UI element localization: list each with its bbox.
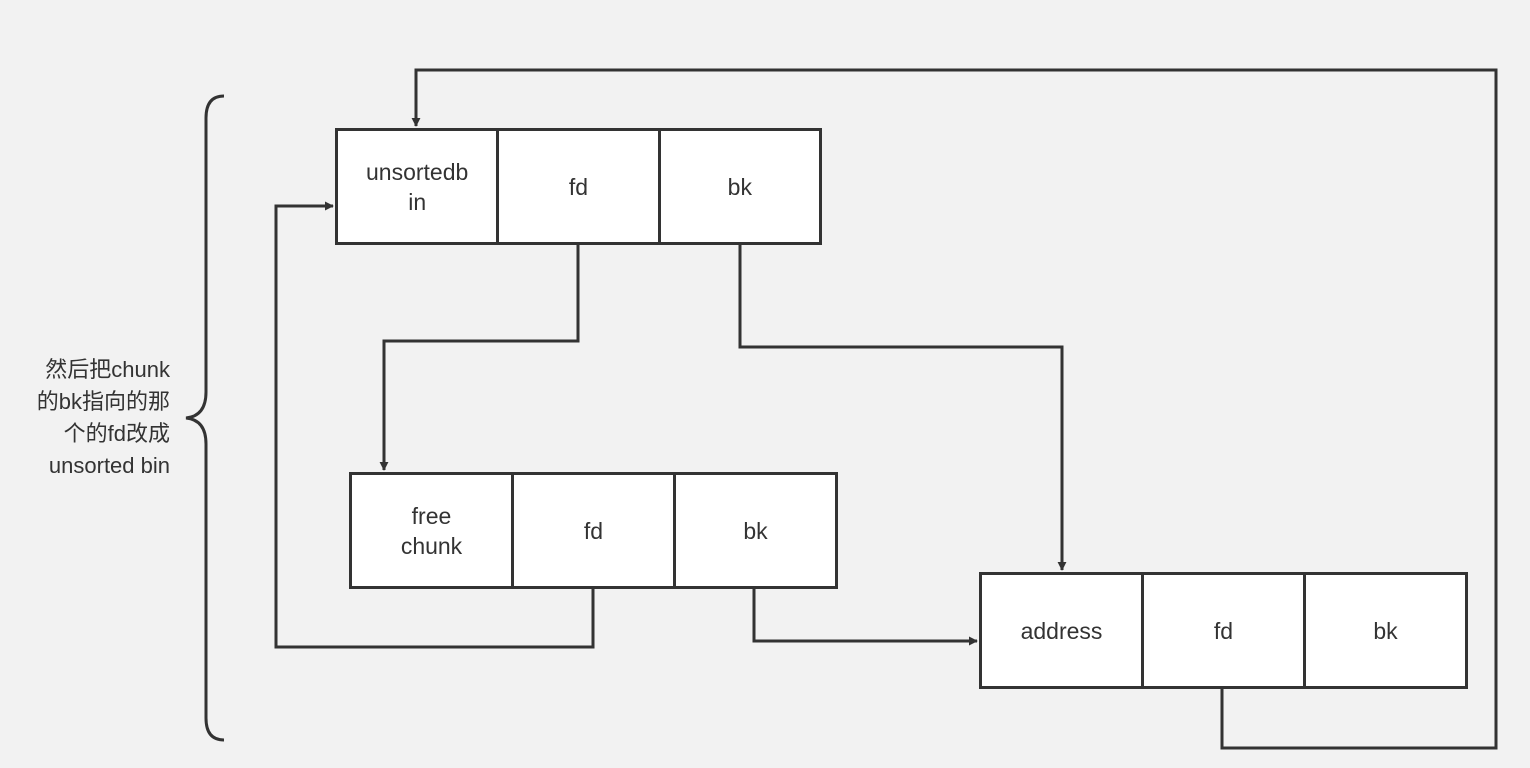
curly-brace — [185, 94, 225, 742]
cell-free-chunk-label: free chunk — [400, 502, 463, 559]
edge-free-fd-to-unsorted — [274, 201, 595, 649]
cell-unsorted-bin-label: unsortedb in — [366, 158, 469, 215]
node-unsorted-bin: unsortedb in fd bk — [335, 128, 822, 245]
cell-free-chunk-fd: fd — [511, 475, 673, 586]
cell-unsorted-bin-fd: fd — [496, 131, 657, 242]
edge-free-bk-to-address — [752, 589, 978, 646]
edge-address-fd-to-unsorted — [411, 68, 1498, 750]
annotation-text: 然后把chunk 的bk指向的那 个的fd改成 unsorted bin — [0, 354, 170, 482]
annotation-line: 然后把chunk — [45, 357, 170, 382]
annotation-line: 的bk指向的那 — [36, 389, 170, 414]
cell-address-bk: bk — [1303, 575, 1465, 686]
cell-unsorted-bin-bk: bk — [657, 131, 819, 242]
edge-unsorted-bk-to-address — [738, 245, 1067, 571]
annotation-line: unsorted bin — [48, 453, 170, 478]
cell-address-fd: fd — [1141, 575, 1303, 686]
annotation-line: 个的fd改成 — [63, 421, 170, 446]
edge-unsorted-fd-to-free — [379, 245, 580, 471]
cell-free-chunk-bk: bk — [673, 475, 835, 586]
node-free-chunk: free chunk fd bk — [349, 472, 838, 589]
node-address: address fd bk — [979, 572, 1468, 689]
cell-address-label: address — [1020, 617, 1103, 644]
